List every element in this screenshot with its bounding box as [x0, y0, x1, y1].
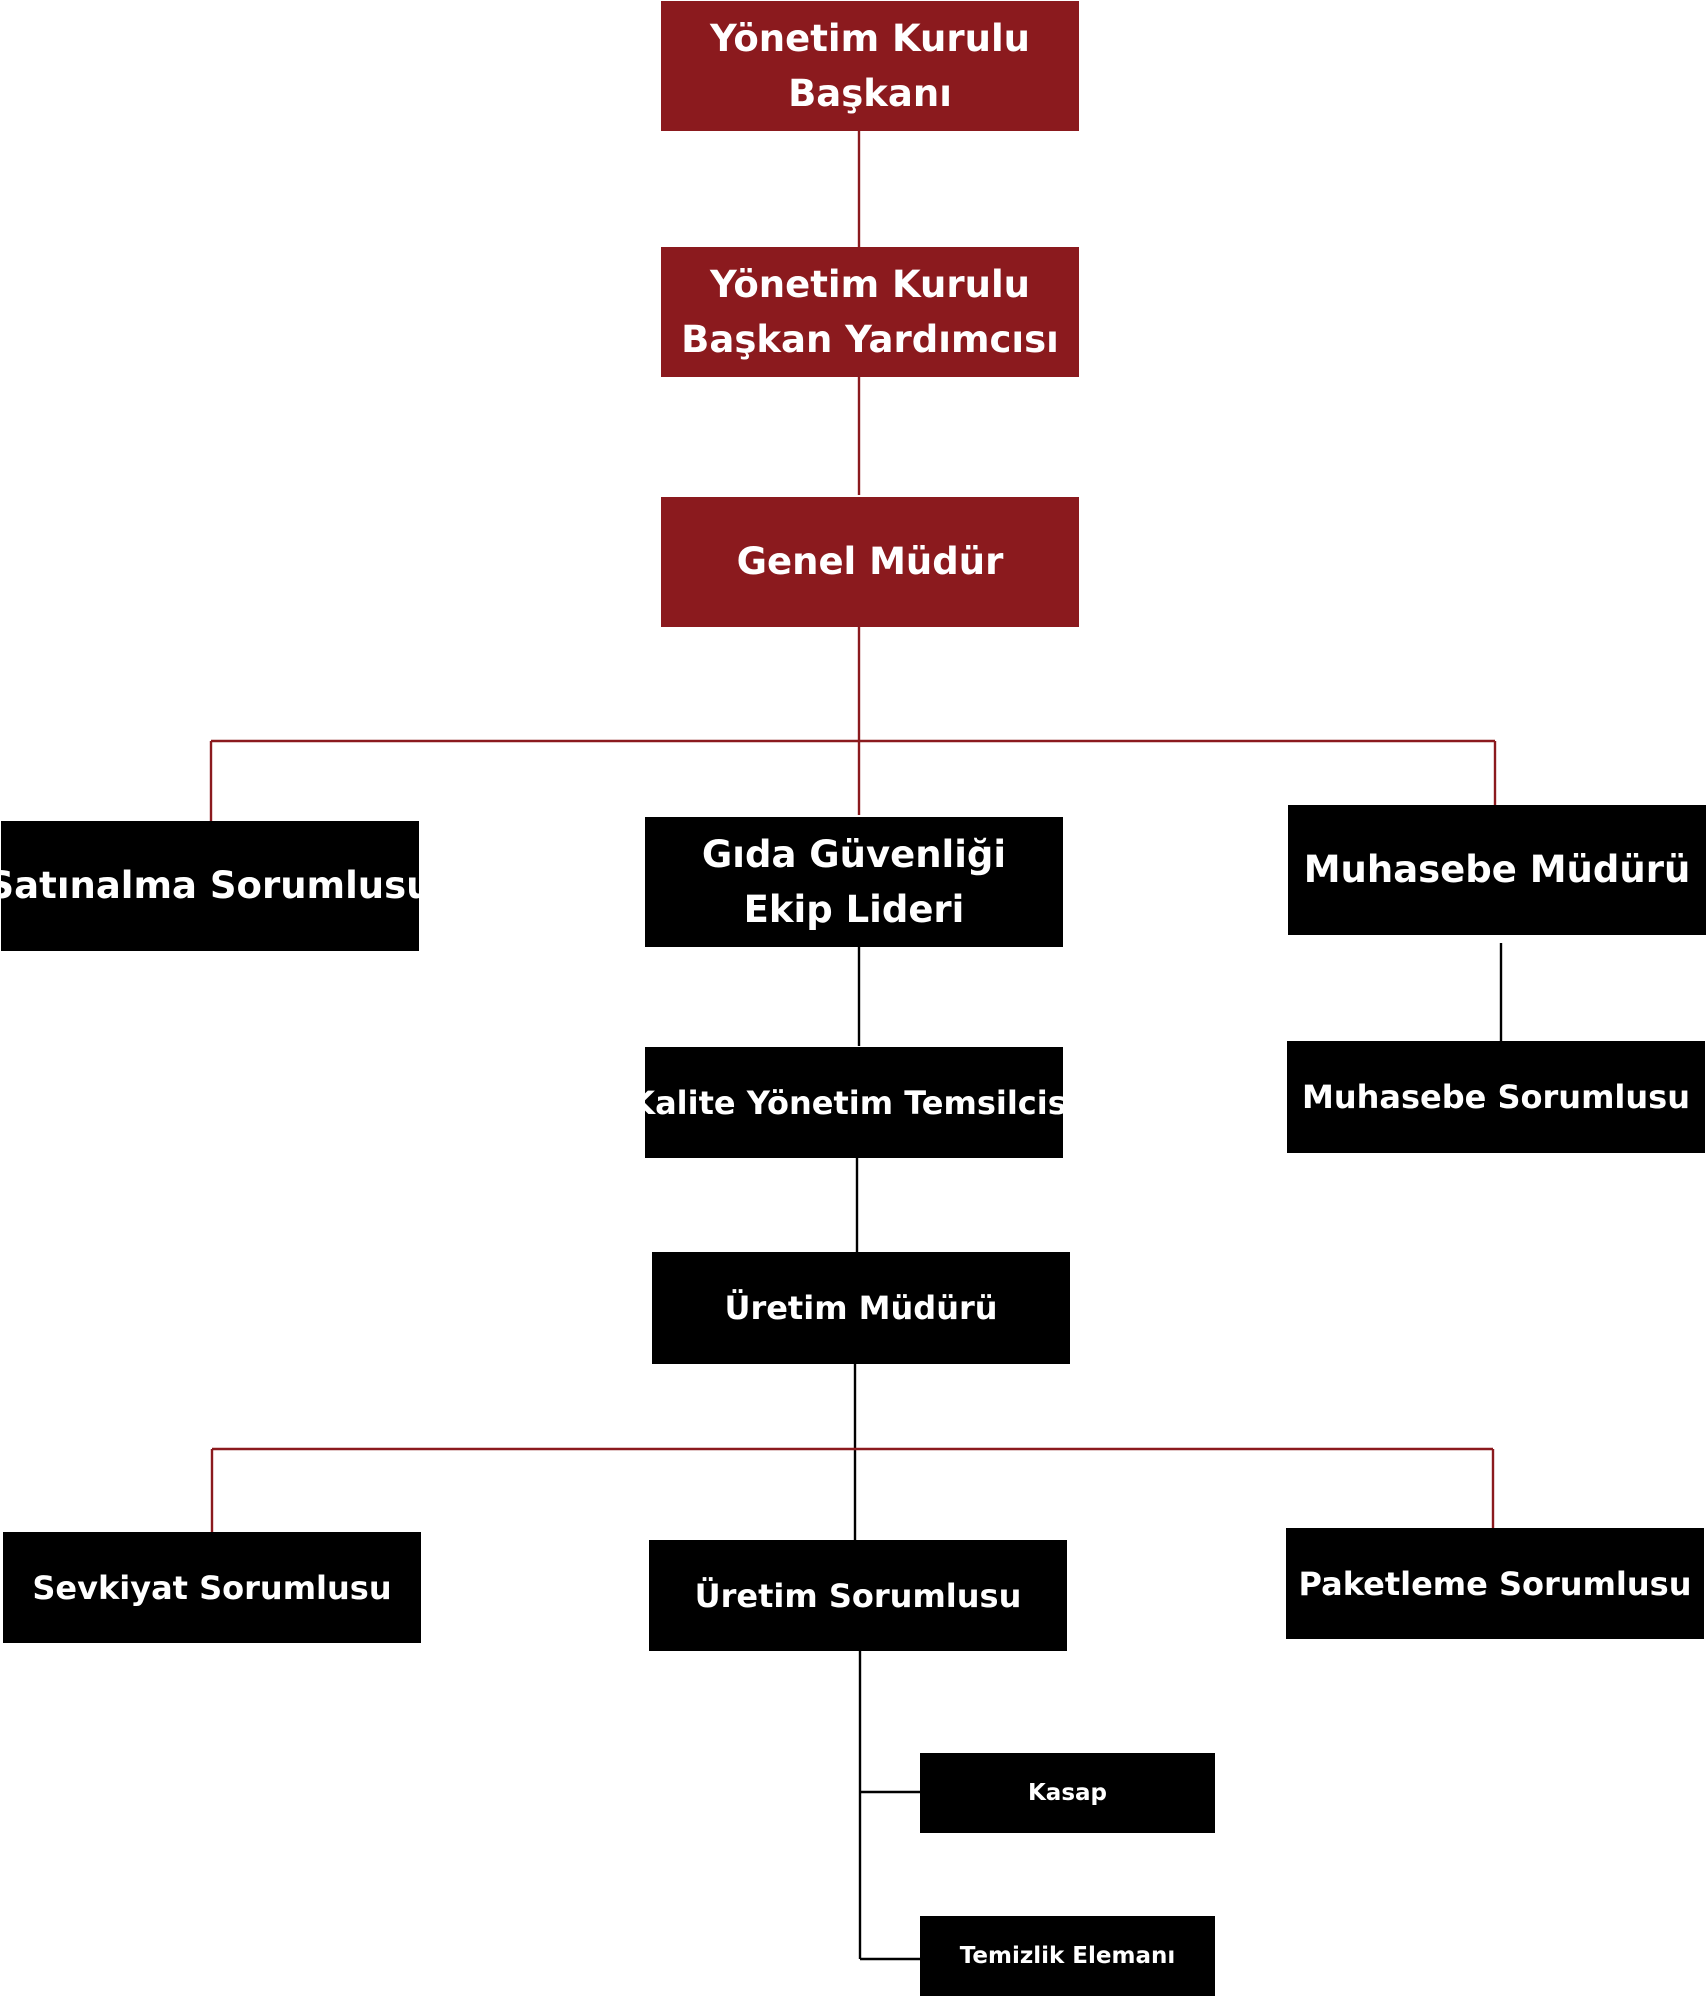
node-uretim-muduru: Üretim Müdürü — [652, 1252, 1070, 1364]
node-label: Muhasebe Müdürü — [1303, 848, 1691, 892]
node-label: Paketleme Sorumlusu — [1298, 1564, 1692, 1603]
node-muhasebe-sorumlusu: Muhasebe Sorumlusu — [1287, 1041, 1705, 1153]
node-satinalma-sorumlusu: Satınalma Sorumlusu — [0, 821, 433, 951]
node-label: Üretim Müdürü — [724, 1289, 998, 1327]
node-kasap: Kasap — [920, 1753, 1215, 1833]
node-label: Genel Müdür — [736, 540, 1004, 584]
node-uretim-sorumlusu: Üretim Sorumlusu — [649, 1540, 1067, 1651]
node-yonetim-kurulu-baskani: Yönetim Kurulu Başkanı — [661, 1, 1079, 131]
node-muhasebe-muduru: Muhasebe Müdürü — [1288, 805, 1706, 935]
node-label: Sevkiyat Sorumlusu — [32, 1568, 392, 1607]
node-label: Kalite Yönetim Temsilcisi — [630, 1083, 1078, 1122]
node-label: Satınalma Sorumlusu — [0, 864, 433, 908]
node-label-line1: Yönetim Kurulu — [709, 262, 1031, 306]
node-genel-mudur: Genel Müdür — [661, 497, 1079, 627]
node-label: Muhasebe Sorumlusu — [1301, 1078, 1690, 1116]
node-gida-guvenligi-ekip-lideri: Gıda Güvenliği Ekip Lideri — [645, 817, 1063, 947]
node-label-line2: Başkanı — [788, 72, 952, 115]
node-label-line2: Başkan Yardımcısı — [681, 318, 1059, 361]
node-label: Üretim Sorumlusu — [694, 1576, 1022, 1615]
node-label: Temizlik Elemanı — [959, 1942, 1176, 1969]
node-label: Kasap — [1027, 1779, 1108, 1806]
node-paketleme-sorumlusu: Paketleme Sorumlusu — [1286, 1528, 1704, 1639]
node-temizlik-elemani: Temizlik Elemanı — [920, 1916, 1215, 1996]
node-kalite-yonetim-temsilcisi: Kalite Yönetim Temsilcisi — [630, 1047, 1078, 1158]
node-yonetim-kurulu-baskan-yardimcisi: Yönetim Kurulu Başkan Yardımcısı — [661, 247, 1079, 377]
node-label-line1: Gıda Güvenliği — [701, 832, 1007, 876]
node-sevkiyat-sorumlusu: Sevkiyat Sorumlusu — [3, 1532, 421, 1643]
node-label-line2: Ekip Lideri — [743, 888, 965, 931]
node-label-line1: Yönetim Kurulu — [709, 16, 1031, 60]
